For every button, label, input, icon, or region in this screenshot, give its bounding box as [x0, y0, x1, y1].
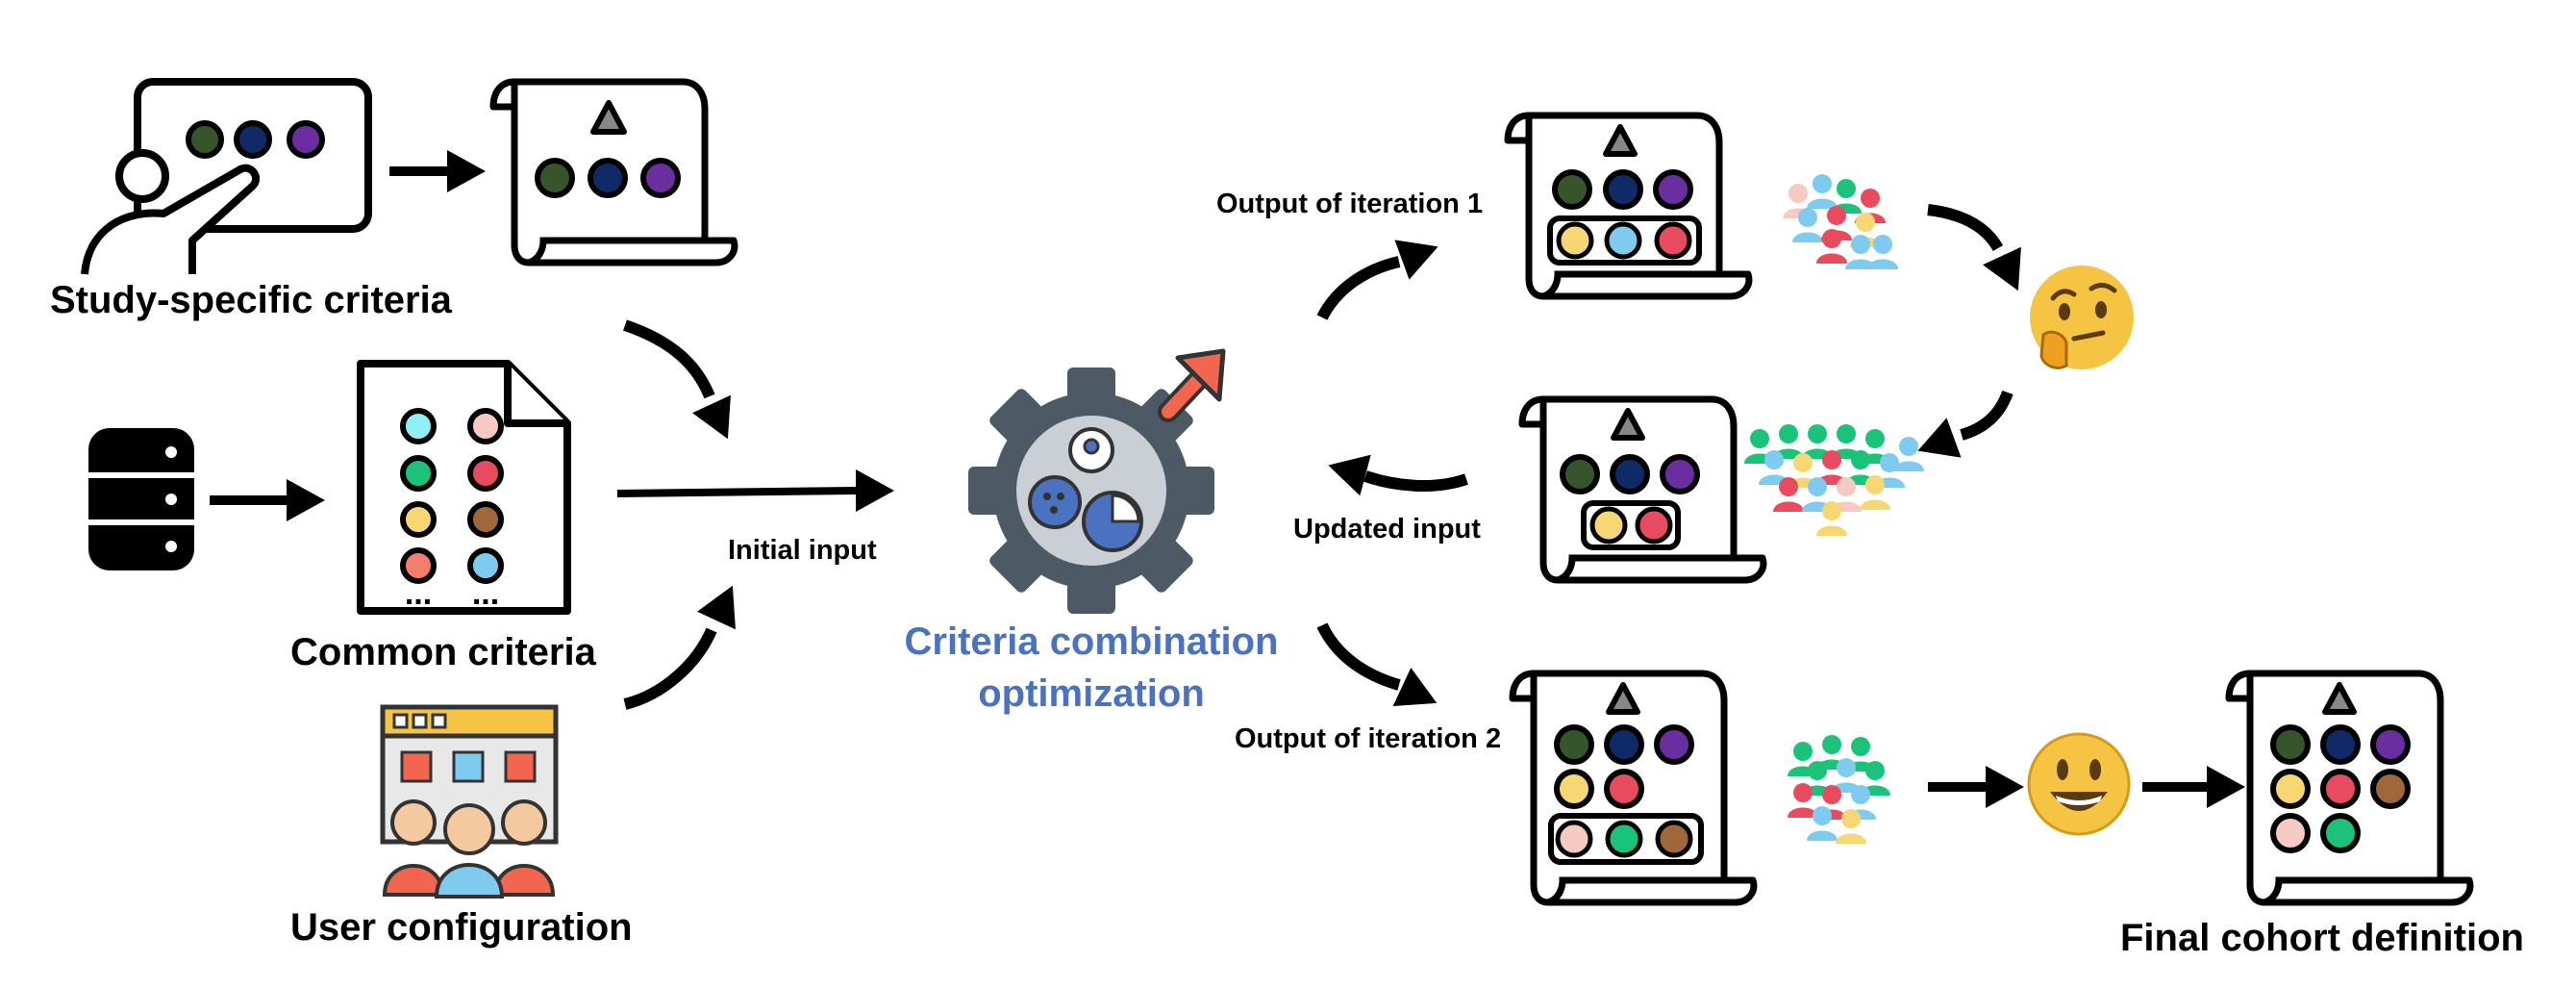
arrow-icon	[1928, 766, 2024, 808]
arrow-icon	[210, 479, 325, 521]
scroll-icon	[1522, 399, 1763, 580]
arrow-icon	[1910, 390, 2013, 471]
label-study-specific-criteria: Study-specific criteria	[50, 279, 452, 321]
criteria-dot	[287, 120, 325, 159]
improvement-arrow-icon	[1158, 348, 1226, 422]
thinking-emoji-icon	[2030, 266, 2134, 369]
crowd-icon	[1744, 424, 1924, 536]
whiteboard-presenter-icon	[81, 78, 372, 275]
arrow-icon	[1316, 622, 1446, 722]
label-optimization-line2: optimization	[978, 672, 1205, 715]
criteria-dot	[234, 120, 272, 159]
label-criteria-combination-optimization: Criteria combination optimization	[870, 616, 1313, 720]
scroll-icon	[1509, 670, 1758, 906]
label-output-iteration-2: Output of iteration 2	[1235, 723, 1502, 754]
smiling-emoji-icon	[2027, 732, 2131, 836]
scroll-icon	[493, 82, 735, 263]
arrow-icon	[623, 319, 747, 448]
database-icon	[88, 428, 194, 570]
more-dots: ...	[405, 575, 432, 612]
scroll-icon	[1508, 115, 1749, 296]
arrow-icon	[623, 576, 752, 710]
criteria-dot	[186, 120, 224, 159]
arrow-icon	[616, 469, 894, 512]
label-initial-input: Initial input	[728, 535, 877, 566]
label-optimization-line1: Criteria combination	[904, 621, 1279, 663]
crowd-icon	[1783, 174, 1898, 269]
document-icon: ... ...	[357, 360, 571, 615]
arrow-icon	[1927, 204, 2038, 300]
label-output-iteration-1: Output of iteration 1	[1216, 189, 1484, 219]
arrow-icon	[1322, 444, 1468, 496]
arrow-icon	[1316, 226, 1446, 320]
label-user-configuration: User configuration	[290, 906, 633, 949]
gear-icon	[968, 367, 1214, 614]
label-updated-input: Updated input	[1293, 514, 1481, 545]
users-window-icon	[380, 704, 559, 899]
label-common-criteria: Common criteria	[290, 631, 596, 673]
arrow-icon	[2142, 766, 2245, 808]
arrow-icon	[389, 150, 486, 192]
crowd-icon	[1788, 735, 1890, 844]
scroll-icon	[2225, 670, 2474, 906]
more-dots: ...	[472, 575, 499, 612]
label-final-cohort-definition: Final cohort definition	[2120, 917, 2524, 959]
